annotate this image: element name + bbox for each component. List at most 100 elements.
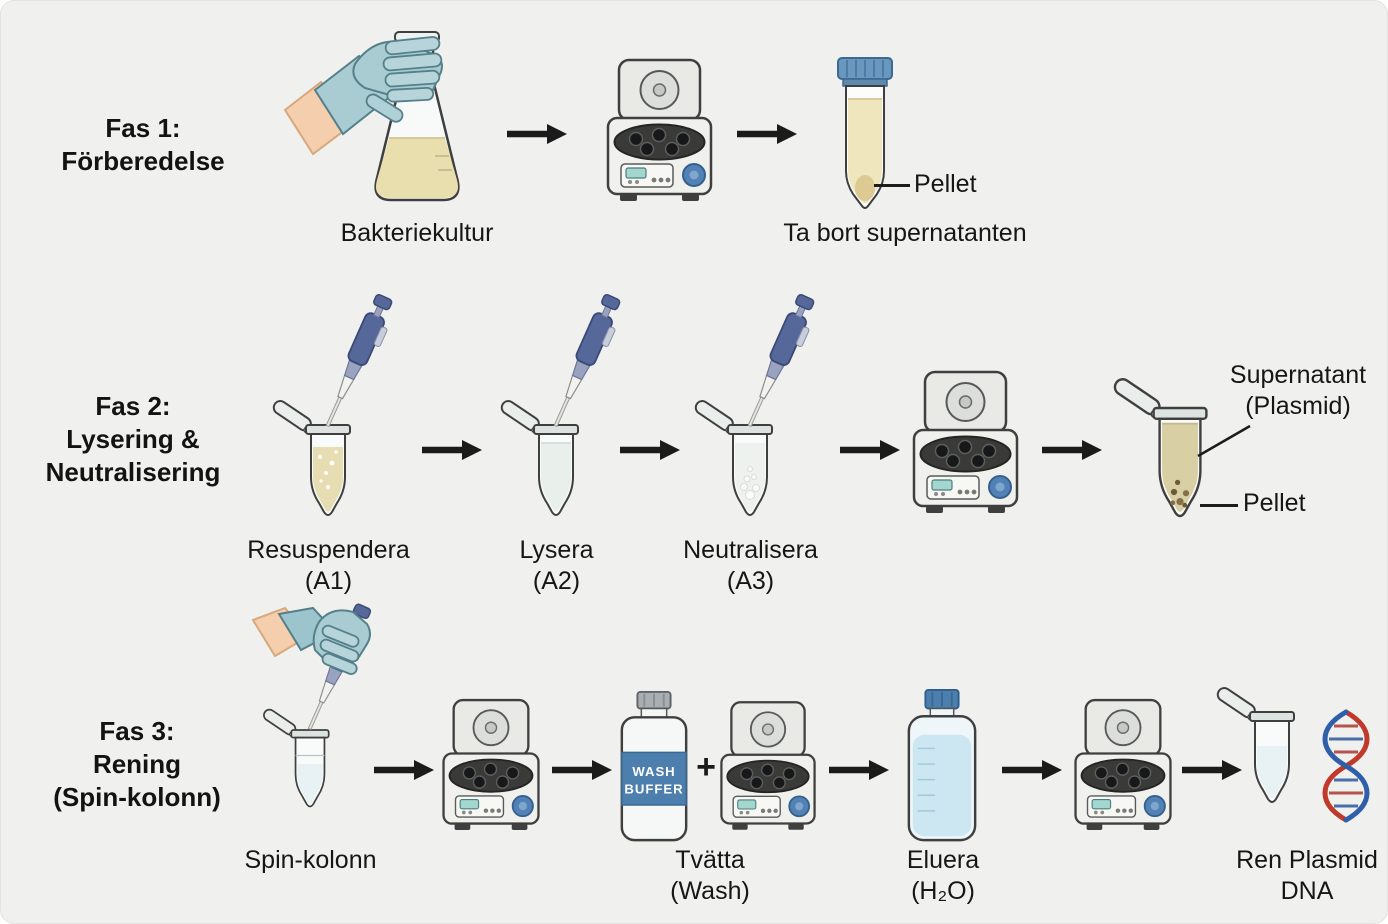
supernatant-leader-line: [1197, 424, 1251, 458]
wash-caption-line1: Tvätta: [675, 846, 745, 874]
supernatant-label-line2: (Plasmid): [1245, 392, 1351, 420]
arrow-icon: [372, 758, 434, 782]
supernatant-label: Supernatant (Plasmid): [1208, 360, 1388, 422]
spin-column-hand-icon: [251, 601, 379, 808]
centrifuge-icon: [720, 701, 816, 831]
elute-caption-line1: Eluera: [906, 846, 980, 874]
pipette-icon: [545, 292, 629, 434]
pellet-leader-line-phase2: [1200, 504, 1238, 507]
neutralize-caption-name: Neutralisera: [683, 536, 818, 564]
arrow-2c: [838, 438, 900, 462]
pellet-leader-line: [874, 184, 910, 187]
centrifuge-icon: [912, 370, 1019, 515]
arrow-icon: [827, 758, 889, 782]
flask-hand-icon: [283, 31, 460, 202]
flask-figure: [283, 30, 480, 215]
arrow-icon: [1040, 438, 1102, 462]
arrow-icon: [838, 438, 900, 462]
centrifuge-2: [908, 370, 1023, 516]
final-caption: Ren Plasmid DNA: [1212, 845, 1388, 907]
phase2-label: Fas 2: Lysering & Neutralisering: [8, 390, 258, 489]
centrifuge-4: [716, 700, 820, 833]
wash-bottle-label-line1: WASH: [632, 764, 675, 779]
pellet-label-phase1: Pellet: [914, 170, 977, 199]
lyse-caption-code: (A2): [532, 567, 581, 595]
falcon-tube-icon: [837, 57, 893, 209]
final-tube-dna-icon: [1214, 684, 1370, 823]
lyse-caption: Lysera (A2): [464, 535, 649, 597]
phase1-label: Fas 1: Förberedelse: [28, 112, 258, 178]
gloved-hand-icon: [251, 606, 371, 675]
phase2-label-line3: Neutralisering: [45, 457, 221, 487]
resuspend-caption-code: (A1): [304, 567, 353, 595]
centrifuge-1: [602, 58, 717, 204]
gloved-hand-icon: [283, 36, 443, 156]
neutralize-figure: [680, 275, 840, 530]
pipette-icon: [317, 292, 401, 434]
spin-column-figure: [195, 601, 379, 843]
plus-sign-text: +: [696, 748, 716, 786]
spin-column-caption: Spin-kolonn: [218, 845, 403, 876]
arrow-1b: [735, 122, 797, 146]
remove-supernatant-caption: Ta bort supernatanten: [755, 218, 1055, 249]
flask-caption-text: Bakteriekultur: [340, 219, 494, 247]
microtube-icon: [1110, 375, 1208, 518]
arrow-2b: [618, 438, 680, 462]
water-bottle-icon: [907, 688, 977, 842]
arrow-1a: [505, 122, 567, 146]
falcon-tube-figure: [830, 55, 900, 215]
phase1-label-line1: Fas 1:: [105, 113, 181, 143]
lyse-caption-name: Lysera: [519, 536, 594, 564]
lyse-icon: [498, 292, 629, 516]
phase1-label-line2: Förberedelse: [61, 146, 225, 176]
arrow-icon: [505, 122, 567, 146]
pellet-label-phase2: Pellet: [1243, 489, 1306, 518]
resuspend-caption-name: Resuspendera: [247, 536, 410, 564]
arrow-3a: [372, 758, 434, 782]
phase3-label: Fas 3: Rening (Spin-kolonn): [22, 715, 252, 814]
plus-sign: +: [695, 748, 717, 787]
pellet-label-phase2-text: Pellet: [1243, 489, 1306, 517]
microtube-icon: [498, 397, 579, 516]
remove-supernatant-text: Ta bort supernatanten: [783, 219, 1027, 247]
wash-bottle-label-line2: BUFFER: [624, 781, 683, 796]
wash-bottle-icon: WASH BUFFER: [620, 690, 688, 842]
result-tube-figure: [1110, 372, 1245, 547]
spin-column-icon: [260, 706, 330, 808]
arrow-2a: [420, 438, 482, 462]
water-bottle-figure: [900, 688, 984, 844]
arrow-3d: [1000, 758, 1062, 782]
lyse-figure: [486, 275, 646, 530]
centrifuge-icon: [442, 698, 540, 832]
elute-caption: Eluera (H₂O): [853, 845, 1033, 907]
flask-icon: [374, 31, 460, 202]
arrow-icon: [550, 758, 612, 782]
microtube-icon: [692, 397, 773, 516]
arrow-icon: [618, 438, 680, 462]
final-dna-figure: [1214, 680, 1382, 840]
resuspend-caption: Resuspendera (A1): [236, 535, 421, 597]
neutralize-caption-code: (A3): [726, 567, 775, 595]
flask-caption: Bakteriekultur: [302, 218, 532, 249]
neutralize-caption: Neutralisera (A3): [658, 535, 843, 597]
supernatant-label-line1: Supernatant: [1229, 361, 1367, 389]
neutralize-icon: [692, 292, 823, 516]
wash-caption-line2: (Wash): [670, 877, 750, 905]
spin-column-caption-text: Spin-kolonn: [244, 846, 377, 874]
dna-helix-icon: [1322, 709, 1370, 823]
pellet-label-text: Pellet: [914, 170, 977, 198]
phase2-label-line1: Fas 2:: [95, 391, 171, 421]
arrow-icon: [1000, 758, 1062, 782]
resuspend-figure: [258, 275, 418, 530]
centrifuge-5: [1070, 698, 1176, 833]
wash-bottle-figure: WASH BUFFER: [612, 690, 696, 844]
phase3-label-line1: Fas 3:: [99, 716, 175, 746]
phase3-label-line2: Rening: [92, 749, 182, 779]
microtube-icon: [270, 397, 351, 516]
centrifuge-3: [438, 698, 544, 833]
centrifuge-icon: [1074, 698, 1172, 832]
centrifuge-icon: [606, 58, 713, 203]
arrow-3b: [550, 758, 612, 782]
arrow-icon: [420, 438, 482, 462]
